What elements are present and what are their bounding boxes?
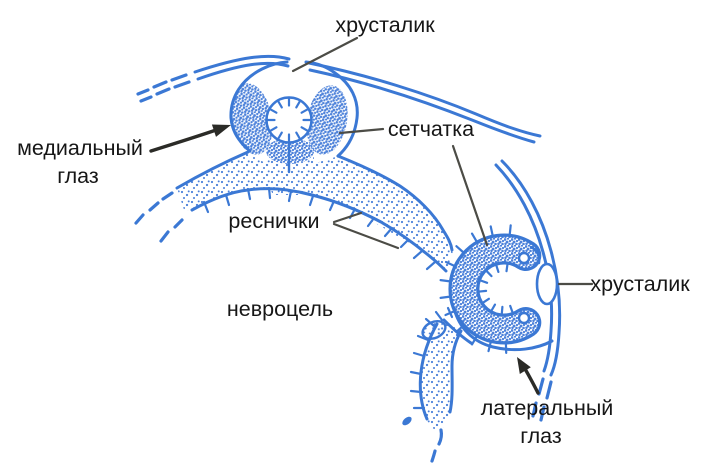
label-lateral-eye-line1: латеральный	[481, 396, 614, 420]
lateral-eye-outer-cilia	[439, 224, 512, 354]
lens-top-pointer	[291, 36, 359, 73]
label-neurocoel: невроцель	[227, 297, 333, 321]
epidermis-top-arc	[136, 54, 542, 144]
lateral-eye-cup	[442, 233, 554, 352]
label-lens-lateral: хрусталик	[590, 272, 690, 296]
cilia-pointer-lower	[332, 222, 400, 250]
neural-tube-dashes	[134, 191, 184, 243]
neural-tube-edges	[175, 150, 454, 273]
label-lateral-eye-line2: глаз	[520, 424, 562, 448]
lateral-eye-arrow-shaft	[522, 365, 540, 395]
retina-pointer-medial	[338, 127, 385, 135]
descending-tube-wall	[420, 322, 462, 431]
lateral-eye-bottom-rim	[452, 306, 554, 352]
lateral-eye-inner-cilia	[477, 262, 514, 316]
lateral-eye-arrow-head	[517, 357, 531, 374]
label-medial-eye-line1: медиальный	[17, 136, 143, 160]
medial-eye-arrow-shaft	[149, 127, 221, 153]
lateral-lens	[535, 262, 559, 306]
medial-eye-wall-stipple	[231, 83, 348, 195]
cup-tip-curl-upper	[517, 251, 531, 265]
cup-tip-curl-lower	[517, 311, 531, 325]
descending-tube-ends	[402, 416, 443, 463]
cup-upper-hook	[529, 245, 541, 265]
medial-eye-cavity-cilia	[265, 96, 313, 144]
label-lens-top: хрусталик	[335, 13, 435, 37]
pointers	[149, 36, 594, 395]
descending-tube-cilia	[409, 306, 454, 410]
lateral-eye-cup-retina-stipple	[451, 236, 539, 342]
retina-pointer-lateral	[451, 144, 489, 247]
tube-cup-connector	[442, 318, 473, 345]
cilia-pointer-upper	[332, 211, 363, 224]
neural-tube-wall	[177, 152, 453, 271]
label-medial-eye-line2: глаз	[57, 164, 99, 188]
label-retina: сетчатка	[388, 117, 474, 141]
descending-tube-edges	[418, 322, 463, 421]
label-cilia: реснички	[228, 209, 319, 233]
medial-eye-arrow-head	[211, 124, 231, 137]
